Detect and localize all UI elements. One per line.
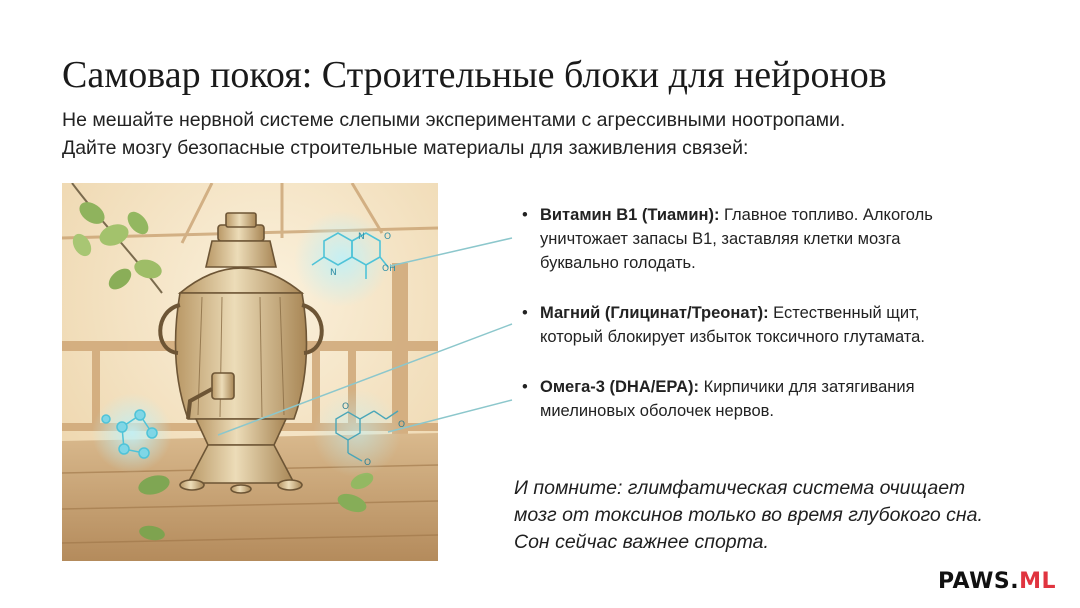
fact-text-line: буквально голодать. [540,254,696,272]
molecule-label: O [342,402,349,412]
fact-item-omega3: • Омега-3 (DHA/EPA): Кирпичики для затяг… [522,375,1042,423]
slide-title: Самовар покоя: Строительные блоки для не… [62,54,887,96]
table-leaves [138,472,374,541]
bullet: • [522,378,528,396]
fact-term: Омега-3 (DHA/EPA): [540,378,704,396]
molecule-label: O [364,458,371,468]
fact-text-line: Естественный щит, [773,304,920,322]
reminder-line: Сон сейчас важнее спорта. [514,531,769,553]
bullet: • [522,304,528,322]
fact-text-line: Кирпичики для затягивания [703,378,915,396]
fact-text-line: уничтожает запасы B1, заставляя клетки м… [540,230,901,248]
fact-item-thiamine: • Витамин B1 (Тиамин): Главное топливо. … [522,203,1042,275]
molecule-magnesium [92,393,172,473]
subtitle-line-2: Дайте мозгу безопасные строительные мате… [62,137,749,159]
fact-text-line: который блокирует избыток токсичного глу… [540,328,925,346]
molecule-label: OH [382,264,396,274]
fact-term: Витамин B1 (Тиамин): [540,206,725,224]
birch-branch [71,183,163,294]
molecule-label: O [384,232,391,242]
brand-main: PAWS. [937,569,1020,594]
brand-accent: ML [1019,569,1056,594]
fact-text-line: Главное топливо. Алкоголь [724,206,933,224]
subtitle-line-1: Не мешайте нервной системе слепыми экспе… [62,109,846,131]
molecule-label: N [330,268,337,278]
bullet: • [522,206,528,224]
brand-logo: PAWS.ML [938,569,1056,594]
sleep-reminder: И помните: глимфатическая система очищае… [514,475,1054,556]
slide-subtitle: Не мешайте нервной системе слепыми экспе… [62,106,845,162]
nutrient-list: • Витамин B1 (Тиамин): Главное топливо. … [522,203,1042,423]
fact-item-magnesium: • Магний (Глицинат/Треонат): Естественны… [522,301,1042,349]
fact-text-line: миелиновых оболочек нервов. [540,402,774,420]
molecule-thiamine: N N O OH [294,211,396,307]
reminder-line: мозг от токсинов только во время глубоко… [514,504,983,526]
molecule-label: N [358,232,365,242]
molecule-label: O [398,420,405,430]
fact-term: Магний (Глицинат/Треонат): [540,304,774,322]
samovar-illustration-svg: N N O OH [62,183,438,561]
reminder-line: И помните: глимфатическая система очищае… [514,477,966,499]
samovar-illustration: N N O OH [62,183,438,561]
